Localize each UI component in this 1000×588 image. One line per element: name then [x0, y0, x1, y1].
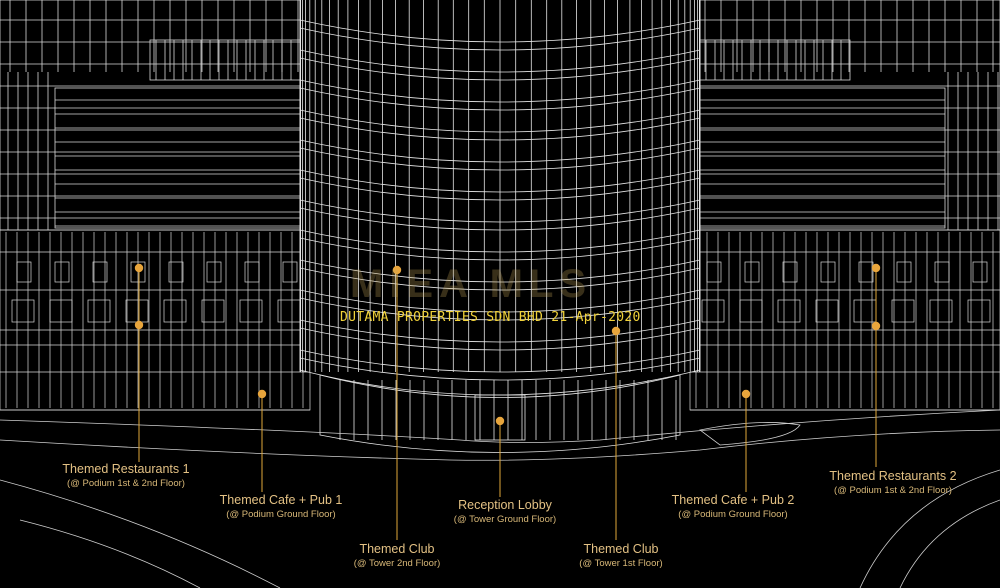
furniture-sketch [701, 299, 725, 323]
furniture-sketch [16, 261, 32, 283]
street-edge [0, 429, 1000, 461]
label-themed-restaurants-1: Themed Restaurants 1 (@ Podium 1st & 2nd… [62, 462, 189, 490]
label-reception-lobby: Reception Lobby (@ Tower Ground Floor) [454, 498, 556, 526]
furniture-sketch [929, 299, 953, 323]
marker-dot [134, 263, 144, 273]
furniture-sketch [853, 299, 877, 323]
furniture-sketch [972, 261, 988, 283]
drum-floor-band [299, 357, 701, 381]
label-title: Themed Cafe + Pub 2 [671, 493, 795, 507]
furniture-sketch [130, 261, 146, 283]
car-sketch [699, 422, 801, 446]
furniture-sketch [282, 261, 298, 283]
watermark-logo: MIEA MLS [350, 262, 593, 306]
podium-block [0, 229, 311, 411]
marker-dot [495, 416, 505, 426]
marker-dot [871, 321, 881, 331]
furniture-sketch [11, 299, 35, 323]
label-themed-restaurants-2: Themed Restaurants 2 (@ Podium 1st & 2nd… [829, 469, 956, 497]
furniture-sketch [206, 261, 222, 283]
furniture-sketch [201, 299, 225, 323]
label-subtitle: (@ Podium 1st & 2nd Floor) [67, 478, 185, 489]
cylindrical-tower [299, 0, 701, 453]
label-subtitle: (@ Podium 1st & 2nd Floor) [834, 485, 952, 496]
podium-facade [0, 229, 1000, 411]
furniture-sketch [967, 299, 991, 323]
label-themed-club-1st: Themed Club (@ Tower 1st Floor) [579, 542, 662, 570]
label-themed-club-2nd: Themed Club (@ Tower 2nd Floor) [354, 542, 441, 570]
label-title: Themed Club [583, 542, 659, 556]
furniture-sketch [739, 299, 763, 323]
right-roof-terrace [699, 39, 851, 81]
furniture-sketch [820, 261, 836, 283]
label-subtitle: (@ Podium Ground Floor) [678, 509, 788, 520]
label-title: Themed Cafe + Pub 1 [219, 493, 343, 507]
marker-dot [392, 265, 402, 275]
marker-dot [134, 320, 144, 330]
furniture-sketch [125, 299, 149, 323]
label-title: Reception Lobby [458, 498, 552, 512]
curb-left [0, 479, 281, 588]
label-subtitle: (@ Tower 1st Floor) [579, 558, 663, 569]
furniture-sketch [239, 299, 263, 323]
left-tower [0, 0, 301, 231]
furniture-sketch [163, 299, 187, 323]
label-subtitle: (@ Podium Ground Floor) [226, 509, 336, 520]
label-title: Themed Restaurants 2 [829, 469, 957, 483]
furniture-sketch [706, 261, 722, 283]
furniture-sketch [891, 299, 915, 323]
furniture-sketch [49, 299, 73, 323]
furniture-sketch [815, 299, 839, 323]
furniture-sketch [744, 261, 760, 283]
furniture-sketch [92, 261, 108, 283]
furniture-sketch [168, 261, 184, 283]
left-tower-block [54, 87, 301, 229]
left-roof-terrace [149, 39, 301, 81]
furniture-sketch [934, 261, 950, 283]
marker-dot [871, 263, 881, 273]
curb-right [899, 499, 1000, 588]
furniture-sketch [896, 261, 912, 283]
marker-dot [611, 326, 621, 336]
curb-right [859, 469, 1000, 588]
street-edge [0, 409, 1000, 443]
right-tower-block [699, 87, 946, 229]
label-themed-cafe-pub-1: Themed Cafe + Pub 1 (@ Podium Ground Flo… [220, 493, 343, 521]
furniture-sketch [777, 299, 801, 323]
label-title: Themed Club [359, 542, 435, 556]
podium-block [689, 229, 1000, 411]
marker-dot [741, 389, 751, 399]
markers [134, 263, 881, 540]
label-subtitle: (@ Tower Ground Floor) [453, 514, 557, 525]
label-title: Themed Restaurants 1 [62, 462, 190, 476]
furniture-sketch [782, 261, 798, 283]
furniture-sketch [87, 299, 111, 323]
furniture-sketch [244, 261, 260, 283]
watermark-text: DUTAMA PROPERTIES SDN BHD 21-Apr-2020 [340, 310, 641, 325]
right-tower [699, 0, 1000, 231]
marker-dot [257, 389, 267, 399]
drum-entrance [319, 374, 681, 453]
street-ground [0, 409, 1000, 588]
right-tower-outline [699, 0, 1000, 231]
left-tower-outline [0, 0, 301, 231]
furniture-sketch [54, 261, 70, 283]
curb-left [19, 519, 201, 588]
furniture-sketch [858, 261, 874, 283]
label-themed-cafe-pub-2: Themed Cafe + Pub 2 (@ Podium Ground Flo… [672, 493, 795, 521]
label-subtitle: (@ Tower 2nd Floor) [353, 558, 441, 569]
